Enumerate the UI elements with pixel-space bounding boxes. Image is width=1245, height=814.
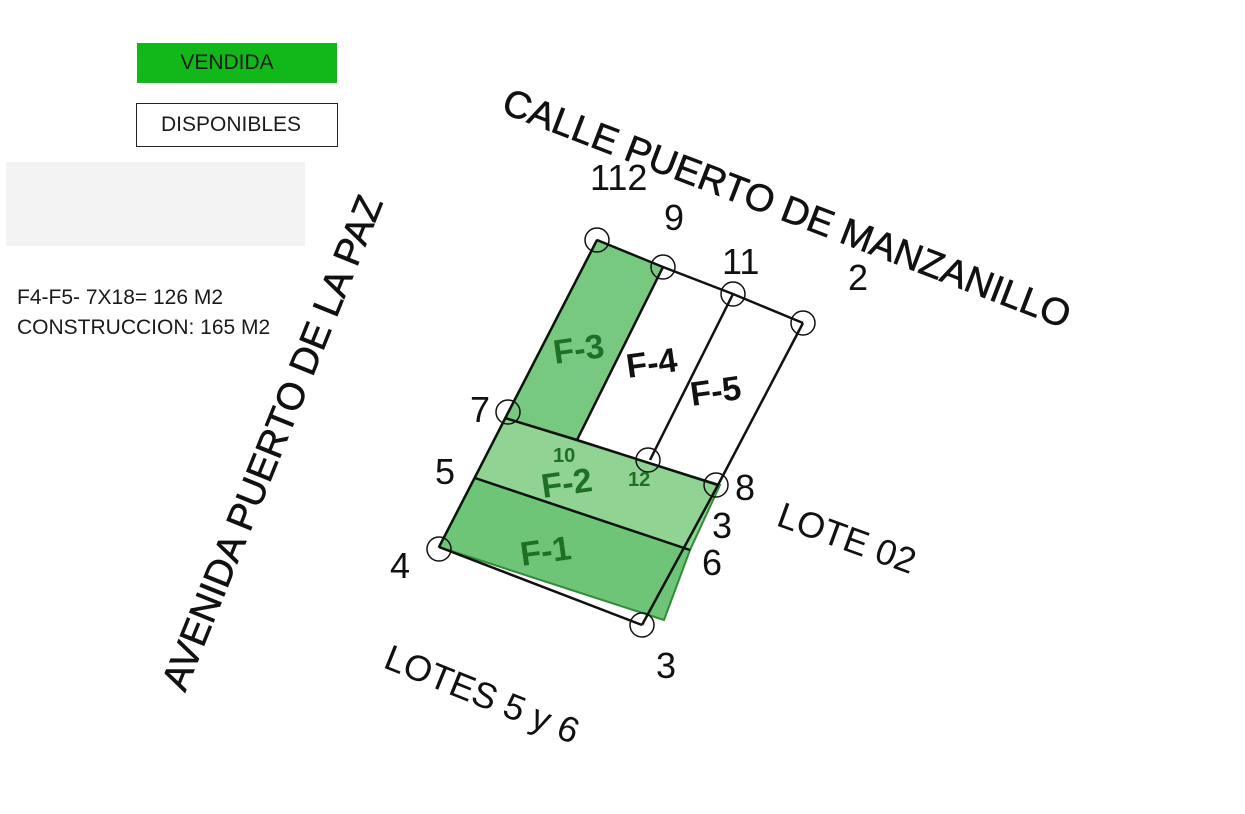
fraction-f4-label[interactable]: F-4 (624, 341, 680, 386)
vertex-number: 112 (590, 157, 647, 198)
vertex-number: 7 (470, 389, 490, 430)
lot-boundaries (437, 238, 805, 627)
legend-available-label: DISPONIBLES (160, 113, 302, 136)
vertex-number: 3 (656, 645, 676, 686)
blank-panel (6, 162, 305, 246)
legend-sold: VENDIDA (137, 43, 337, 83)
vertex-number: 2 (848, 257, 868, 298)
vertex-number: 11 (722, 241, 759, 282)
vertex-number: 9 (664, 197, 684, 238)
vertex-markers (426, 227, 816, 638)
neighbor-bottom-label: LOTES 5 y 6 (379, 636, 585, 751)
street-left-label: AVENIDA PUERTO DE LA PAZ (154, 190, 391, 697)
fraction-f2-label[interactable]: F-2 (539, 461, 595, 506)
vertex-number: 6 (702, 542, 722, 583)
area-info: F4-F5- 7X18= 126 M2 (17, 286, 224, 309)
legend-available: DISPONIBLES (136, 103, 338, 147)
vertex-number: 10 (553, 445, 575, 467)
vertex-number: 12 (628, 469, 650, 491)
legend-sold-label: VENDIDA (180, 51, 274, 74)
construction-info: CONSTRUCCION: 165 M2 (17, 316, 271, 339)
fraction-f3-label[interactable]: F-3 (551, 327, 607, 372)
fraction-f5-label[interactable]: F-5 (688, 369, 744, 414)
vertex-number: 5 (435, 451, 455, 492)
vertex-number: 8 (735, 467, 755, 508)
vertex-number: 4 (390, 545, 410, 586)
vertex-number: 3 (712, 505, 732, 546)
neighbor-right-label: LOTE 02 (772, 494, 921, 582)
fraction-f1-label[interactable]: F-1 (518, 529, 574, 574)
